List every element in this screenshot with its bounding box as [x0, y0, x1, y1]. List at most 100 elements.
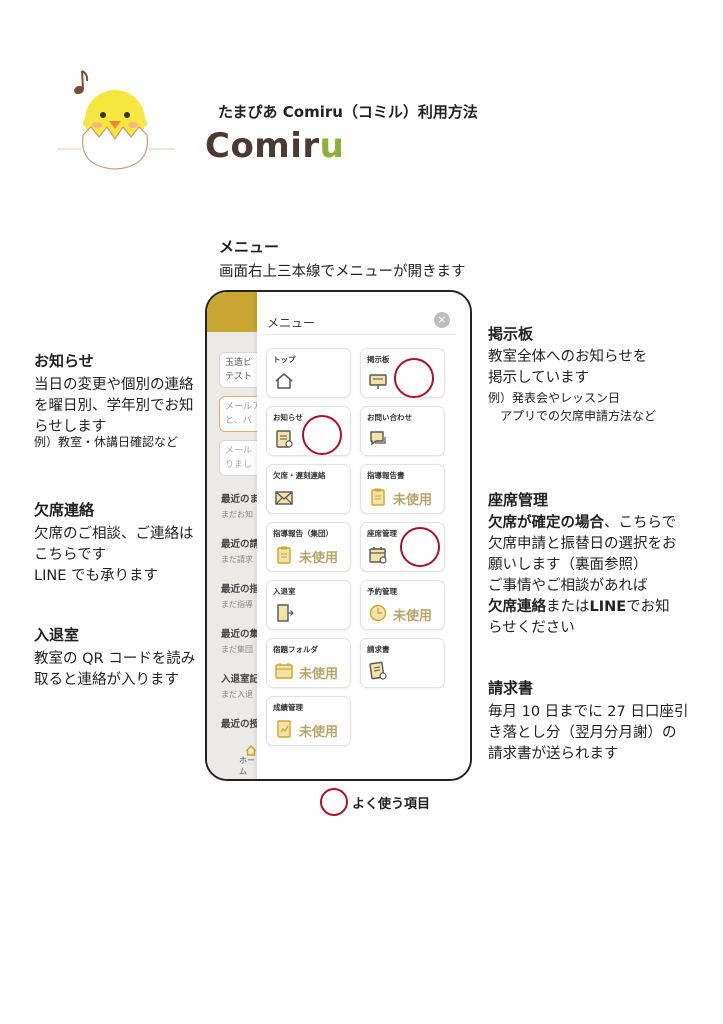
menu-tile-label: 指導報告（集団） [273, 529, 333, 538]
home-icon[interactable] [245, 741, 257, 760]
legend-label: よく使う項目 [352, 797, 431, 812]
calendar-icon [369, 547, 387, 564]
home-icon [275, 373, 293, 389]
menu-tile-reservation[interactable]: 予約管理 未使用 [360, 580, 445, 630]
notice-icon [276, 430, 293, 448]
invoice-line: き落とし分（翌月分月謝）の [488, 725, 677, 741]
clock-icon [369, 604, 387, 622]
menu-intro-text: 画面右上三本線でメニューが開きます [219, 264, 466, 280]
school-name-fragment: 玉造ピ [225, 358, 253, 368]
absence-heading: 欠席連絡 [34, 501, 95, 519]
door-icon [277, 604, 294, 622]
menu-tile-group-report[interactable]: 指導報告（集団） 未使用 [266, 522, 351, 572]
menu-intro-heading: メニュー [219, 238, 280, 256]
seat-line: 願いします（裏面参照） [488, 557, 648, 573]
board-example-line: アプリでの欠席申請方法など [488, 409, 657, 423]
menu-tile-label: 欠席・遅刻連絡 [273, 471, 326, 480]
logo-accent-text: u [319, 126, 345, 166]
chat-icon [370, 431, 386, 446]
entry-log-heading: 入退室記 [221, 674, 260, 685]
unused-badge: 未使用 [393, 493, 433, 508]
unused-badge: 未使用 [393, 609, 433, 624]
seat-text: 欠席が確定の場合、こちらで 欠席申請と振替日の選択をお 願いします（裏面参照） … [488, 513, 677, 639]
board-example-line: 例）発表会やレッスン日 [488, 391, 621, 405]
menu-tile-label: お問い合わせ [367, 413, 412, 422]
recent-notices-heading: 最近のま [221, 494, 260, 505]
unused-badge: 未使用 [299, 667, 339, 682]
email-status-fragment: りまし [225, 460, 253, 470]
notice-line: を曜日別、学年別でお知 [34, 398, 194, 414]
seat-line: らせください [488, 620, 575, 636]
board-example: 例）発表会やレッスン日 アプリでの欠席申請方法など [488, 389, 656, 425]
menu-tile-label: 請求書 [367, 645, 390, 654]
menu-tile-invoice[interactable]: 請求書 [360, 638, 445, 688]
grade-icon [277, 720, 291, 738]
absence-line: LINE でも承ります [34, 568, 158, 584]
recent-group-empty: まだ集団 [221, 645, 253, 654]
invoice-line: 毎月 10 日までに 27 日口座引 [488, 704, 689, 720]
invoice-line: 請求書が送られます [488, 746, 619, 762]
invoice-icon [369, 661, 387, 680]
board-icon [369, 374, 387, 389]
notice-line: らせします [34, 419, 107, 435]
menu-tile-homework[interactable]: 宿題フォルダ 未使用 [266, 638, 351, 688]
menu-tile-entry-exit[interactable]: 入退室 [266, 580, 351, 630]
notice-text: 当日の変更や個別の連絡 を曜日別、学年別でお知 らせします [34, 375, 194, 438]
close-icon[interactable]: × [434, 312, 450, 328]
entry-log-empty: まだ入退 [221, 690, 253, 699]
menu-divider [265, 334, 456, 335]
legend-ring [320, 788, 348, 816]
absence-line: 欠席のご相談、ご連絡は [34, 526, 194, 542]
menu-tile-grades[interactable]: 成績管理 未使用 [266, 696, 351, 746]
menu-title: メニュー [267, 316, 316, 330]
school-info-card: 玉造ピ テスト [219, 352, 257, 388]
app-header-bar [207, 292, 257, 332]
logo-main-text: Comir [205, 126, 320, 166]
menu-tile-label: 掲示板 [367, 355, 390, 364]
entry-exit-line: 教室の QR コードを読み [34, 651, 196, 667]
menu-tile-label: 座席管理 [367, 529, 397, 538]
menu-tile-label: 宿題フォルダ [273, 645, 318, 654]
email-status-fragment: メール [225, 446, 253, 456]
menu-tile-label: 指導報告書 [367, 471, 405, 480]
absence-line: こちらです [34, 547, 107, 563]
menu-tile-absence[interactable]: 欠席・遅刻連絡 [266, 464, 351, 514]
email-notice-card: メールア と、パ [219, 396, 257, 432]
menu-tile-inquiry[interactable]: お問い合わせ [360, 406, 445, 456]
chick-mascot-illustration [57, 70, 175, 170]
recent-lessons-heading: 最近の授 [221, 719, 260, 730]
envelope-icon [275, 491, 293, 505]
menu-tile-guidance-report[interactable]: 指導報告書 未使用 [360, 464, 445, 514]
recent-guidance-empty: まだ指導 [221, 600, 253, 609]
recent-notices-empty: まだお知 [221, 510, 253, 519]
seat-line: 欠席が確定の場合、こちらで [488, 513, 677, 534]
notice-heading: お知らせ [34, 352, 94, 370]
unused-badge: 未使用 [299, 551, 339, 566]
notice-line: 当日の変更や個別の連絡 [34, 377, 194, 393]
menu-drawer: メニュー × トップ 掲示板 お知らせ お問い合わせ 欠席・遅刻連絡 指導報告書 [257, 292, 470, 779]
page-title: たまぴあ Comiru（コミル）利用方法 [218, 103, 478, 121]
seat-line: 欠席申請と振替日の選択をお [488, 536, 677, 552]
student-name-fragment: テスト [225, 372, 253, 382]
entry-exit-heading: 入退室 [34, 626, 80, 644]
home-tab-label[interactable]: ホーム [239, 756, 255, 776]
seat-bold-text: 欠席が確定の場合 [488, 515, 604, 531]
board-line: 教室全体へのお知らせを [488, 349, 648, 365]
seat-heading: 座席管理 [488, 491, 549, 509]
seat-text-part: または [546, 599, 590, 615]
highlight-ring-seat [400, 527, 440, 567]
music-note-icon [74, 70, 89, 95]
email-status-card: メール りまし [219, 440, 257, 476]
absence-text: 欠席のご相談、ご連絡は こちらです LINE でも承ります [34, 524, 194, 587]
clipboard-icon [371, 488, 385, 506]
recent-invoices-heading: 最近の請 [221, 539, 260, 550]
seat-text-part: 、こちらで [604, 515, 677, 531]
invoice-heading: 請求書 [488, 679, 534, 697]
recent-guidance-heading: 最近の指 [221, 584, 260, 595]
invoice-text: 毎月 10 日までに 27 日口座引 き落とし分（翌月分月謝）の 請求書が送られ… [488, 702, 688, 765]
menu-tile-label: トップ [273, 355, 296, 364]
menu-tile-top[interactable]: トップ [266, 348, 351, 398]
email-notice-fragment: と、パ [225, 416, 252, 426]
entry-exit-text: 教室の QR コードを読み 取ると連絡が入ります [34, 649, 195, 691]
unused-badge: 未使用 [299, 725, 339, 740]
